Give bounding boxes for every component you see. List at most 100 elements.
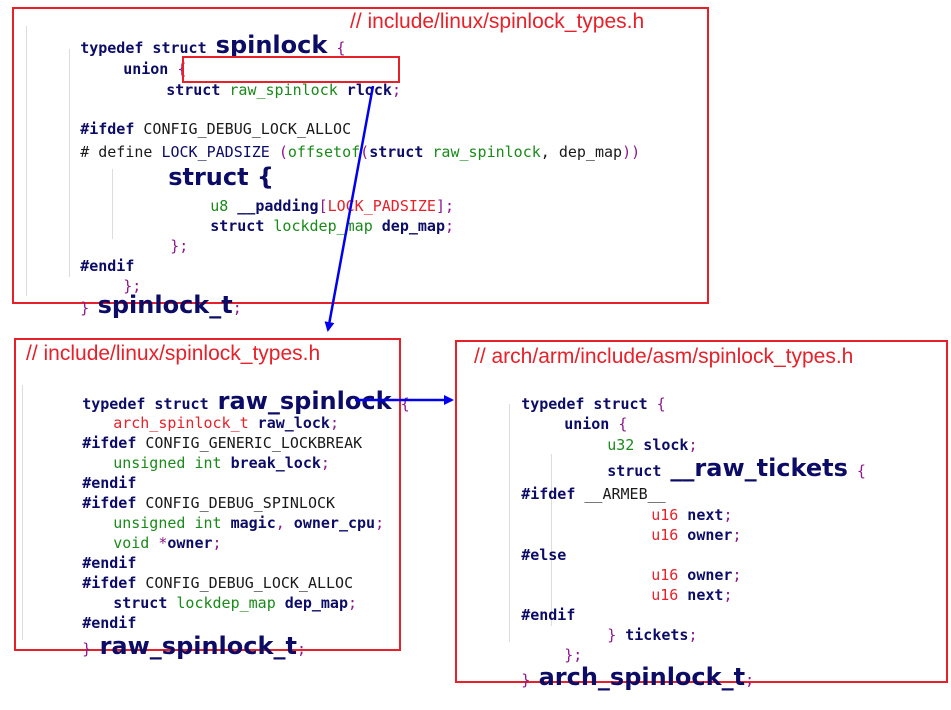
indent-guide (551, 454, 552, 626)
code-line: #endif (467, 585, 575, 645)
brace: { (847, 462, 866, 480)
keyword: struct (607, 462, 671, 480)
brace: { (618, 415, 628, 433)
raw-spinlock-code: typedef struct raw_spinlock { arch_spinl… (28, 340, 409, 658)
brace: } (80, 299, 90, 317)
code-line: } raw_spinlock_t; (28, 616, 306, 679)
macro-name: CONFIG_DEBUG_SPINLOCK (136, 494, 336, 512)
field-rlock: rlock (337, 81, 392, 99)
field-dep-map: dep_map (372, 217, 445, 235)
macro-name: CONFIG_DEBUG_LOCK_ALLOC (134, 120, 352, 138)
code-line: #ifdef CONFIG_GENERIC_LOCKBREAK (28, 413, 362, 473)
type-u16: u16 (651, 506, 679, 524)
arrow-rlock-to-raw-spinlock (324, 85, 375, 332)
preprocessor-ifdef: #ifdef (82, 494, 137, 512)
brace: }; (564, 646, 583, 664)
code-line: struct { (114, 147, 274, 210)
type-unsigned-int: unsigned int (113, 454, 222, 472)
keyword: union (564, 415, 619, 433)
brace: } (521, 671, 531, 689)
code-line: #ifdef __ARMEB__ (467, 464, 666, 524)
code-line: #ifdef CONFIG_DEBUG_LOCK_ALLOC (28, 553, 353, 613)
code-line: u16 owner; (597, 545, 741, 605)
code-line: union { (69, 39, 186, 99)
bracket: [ (318, 197, 328, 215)
typedef-name-raw-spinlock-t: raw_spinlock_t (91, 632, 297, 660)
args: , dep_map (540, 143, 623, 161)
code-line: union { (510, 394, 627, 454)
file-path-comment: // arch/arm/include/asm/spinlock_types.h (474, 345, 854, 368)
indent-guide (22, 385, 23, 640)
pointer-star: * (158, 534, 168, 552)
brace: }; (123, 277, 142, 295)
arch-spinlock-struct-box: // arch/arm/include/asm/spinlock_types.h… (455, 340, 948, 689)
field-dep-map: dep_map (275, 594, 348, 612)
brace: } (607, 626, 617, 644)
anonymous-struct: struct { (168, 163, 275, 191)
paren: )) (622, 143, 641, 161)
keyword: struct (369, 143, 433, 161)
semicolon: ; (212, 534, 222, 552)
code-line: unsigned int magic, owner_cpu; (59, 493, 384, 553)
preprocessor-else: #else (521, 546, 567, 564)
type-arch-spinlock-t: arch_spinlock_t (113, 414, 249, 432)
code-line: #ifdef CONFIG_DEBUG_LOCK_ALLOC (26, 99, 351, 159)
code-line: # define LOCK_PADSIZE (offsetof(struct r… (26, 122, 640, 182)
field-owner: owner (167, 534, 213, 552)
semicolon: ; (688, 626, 698, 644)
semicolon: ; (391, 81, 401, 99)
keyword: typedef struct (521, 395, 657, 413)
code-line: } tickets; (553, 605, 698, 665)
spinlock-code: typedef struct spinlock { // include/lin… (26, 9, 716, 317)
semicolon: ; (348, 594, 358, 612)
struct-name-spinlock: spinlock (215, 31, 328, 59)
semicolon: ; (320, 454, 330, 472)
paren: ( (360, 143, 370, 161)
brace: { (177, 60, 187, 78)
preprocessor-ifdef: #ifdef (82, 434, 137, 452)
code-line: struct raw_spinlock rlock; (112, 60, 401, 120)
keyword: typedef struct (80, 39, 216, 57)
arch-spinlock-code: typedef struct { union { u32 slock; stru… (467, 342, 947, 689)
macro-name: CONFIG_DEBUG_LOCK_ALLOC (136, 574, 354, 592)
hash: # (80, 143, 99, 161)
code-line: #endif (28, 533, 136, 593)
field-tickets: tickets (616, 626, 689, 644)
field-owner: owner (678, 526, 733, 544)
preprocessor-ifdef: #ifdef (521, 485, 576, 503)
code-line: struct lockdep_map dep_map; (59, 573, 357, 633)
typedef-name-spinlock-t: spinlock_t (89, 291, 233, 319)
code-line: typedef struct { (467, 374, 666, 434)
keyword: struct (166, 81, 230, 99)
preprocessor-endif: #endif (80, 257, 135, 275)
offsetof: offsetof (287, 143, 361, 161)
preprocessor-ifdef: #ifdef (82, 574, 137, 592)
brace: { (656, 395, 666, 413)
keyword: struct (113, 594, 177, 612)
keyword: union (123, 60, 178, 78)
semicolon: ; (296, 640, 306, 658)
semicolon: ; (732, 526, 742, 544)
type-u16: u16 (651, 526, 679, 544)
code-line: #endif (26, 236, 134, 296)
connector-arrows (324, 85, 454, 405)
code-line: #ifdef CONFIG_DEBUG_SPINLOCK (28, 473, 335, 533)
type-raw-spinlock: raw_spinlock (432, 143, 541, 161)
code-line: u32 slock; (553, 415, 697, 475)
macro-name: CONFIG_GENERIC_LOCKBREAK (136, 434, 363, 452)
keyword: struct (210, 217, 274, 235)
field-break-lock: break_lock (221, 454, 321, 472)
preprocessor-endif: #endif (82, 474, 137, 492)
semicolon: ; (329, 414, 339, 432)
code-line: u16 owner; (597, 505, 742, 565)
code-line: unsigned int break_lock; (59, 433, 330, 493)
type-u16: u16 (651, 566, 679, 584)
indent-guide (26, 26, 27, 296)
macro-lock-padsize: LOCK_PADSIZE (327, 197, 436, 215)
code-line: u16 next; (597, 485, 732, 545)
code-line: u16 next; (597, 565, 732, 625)
brace: { (327, 39, 346, 57)
preprocessor-endif: #endif (82, 614, 137, 632)
field-next: next (678, 586, 724, 604)
field-magic: magic (221, 514, 276, 532)
